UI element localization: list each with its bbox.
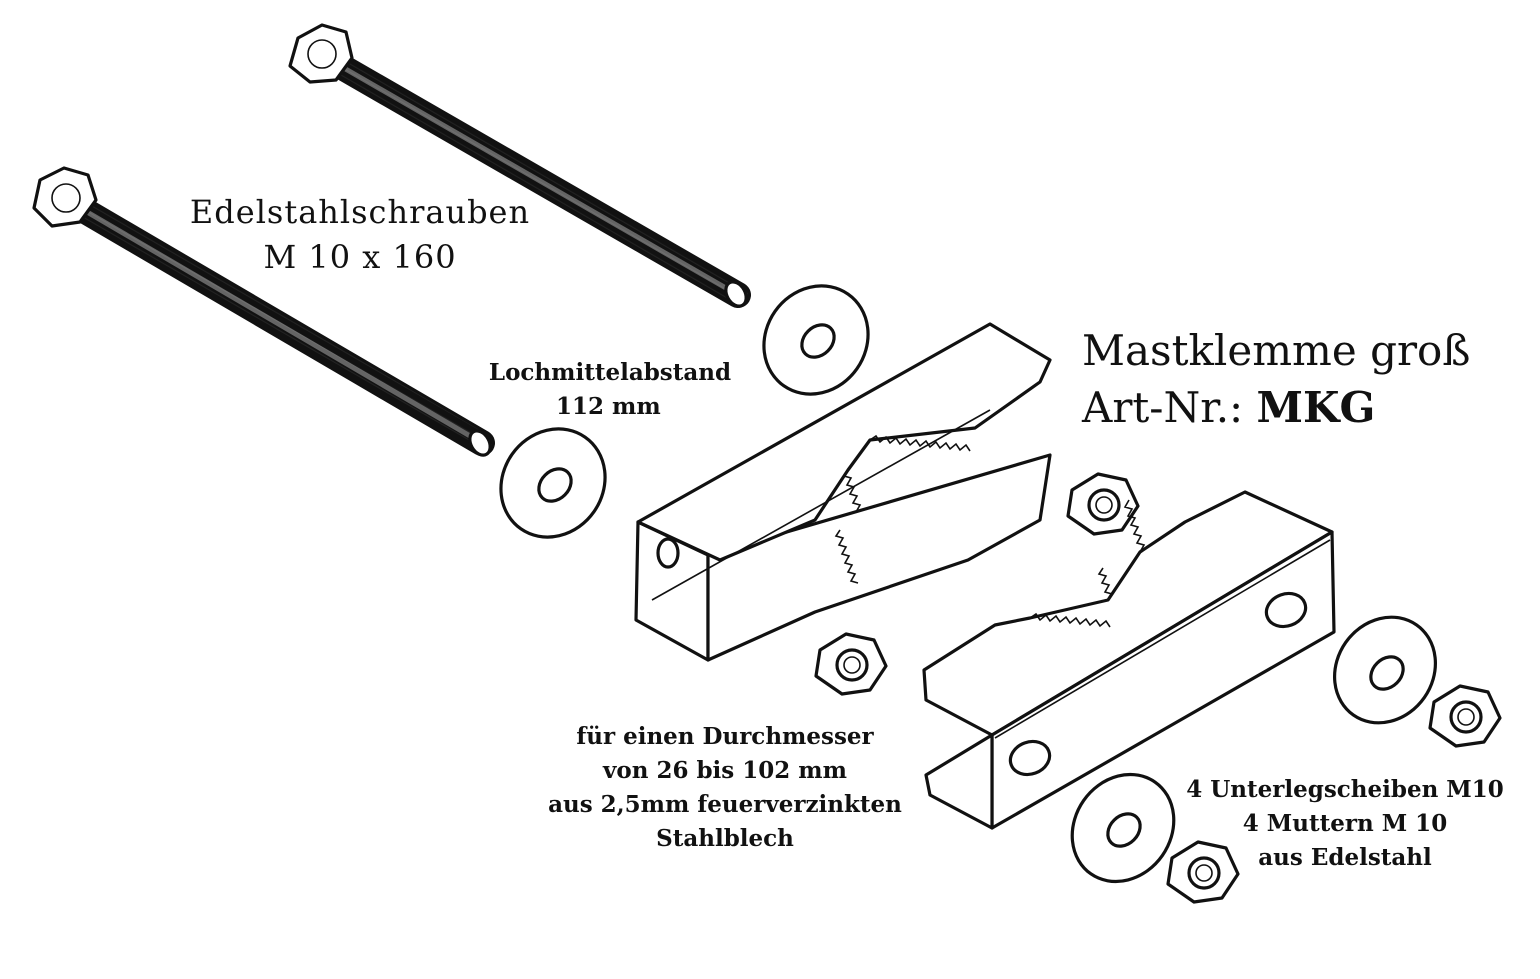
bolt-head-lower (32, 166, 98, 228)
clamp-description-line1: für einen Durchmesser (576, 723, 874, 750)
article-number-code: MKG (1256, 383, 1376, 432)
hole-distance-label: Lochmittelabstand 112 mm (470, 356, 750, 424)
washer-4 (1070, 772, 1176, 884)
clamp-jaw-upper (634, 322, 1052, 662)
nut-4 (1166, 840, 1240, 904)
washer-2 (499, 427, 607, 539)
washer-3 (1332, 615, 1438, 725)
nut-2 (814, 632, 888, 696)
screws-label-line1: Edelstahlschrauben (189, 193, 531, 231)
hardware-description-line2: 4 Muttern M 10 (1242, 810, 1448, 837)
product-title: Mastklemme groß Art-Nr.: MKG (1082, 322, 1470, 436)
bolt-lower (32, 166, 495, 457)
article-number-prefix: Art-Nr.: (1082, 383, 1257, 432)
clamp-description-line2: von 26 bis 102 mm (603, 757, 847, 784)
clamp-description-line4: Stahlblech (656, 825, 794, 852)
article-number-line: Art-Nr.: MKG (1082, 379, 1470, 436)
washer-1 (762, 284, 870, 396)
clamp-jaw-lower (922, 490, 1336, 830)
nut-3 (1428, 684, 1502, 748)
screws-label: Edelstahlschrauben M 10 x 160 (160, 190, 560, 280)
clamp-description: für einen Durchmesser von 26 bis 102 mm … (520, 720, 930, 856)
clamp-description-line3: aus 2,5mm feuerverzinkten (548, 791, 902, 818)
product-name: Mastklemme groß (1082, 326, 1471, 375)
bolt-upper (288, 23, 751, 308)
bolt-head-upper (288, 23, 354, 84)
hole-distance-line1: Lochmittelabstand (488, 359, 732, 386)
hardware-description-line1: 4 Unterlegscheiben M10 (1186, 776, 1504, 803)
screws-label-line2: M 10 x 160 (263, 238, 457, 276)
hardware-description-line3: aus Edelstahl (1258, 844, 1432, 871)
hole-distance-line2: 112 mm (556, 393, 661, 420)
hardware-description: 4 Unterlegscheiben M10 4 Muttern M 10 au… (1170, 773, 1520, 875)
nut-1 (1066, 472, 1140, 536)
